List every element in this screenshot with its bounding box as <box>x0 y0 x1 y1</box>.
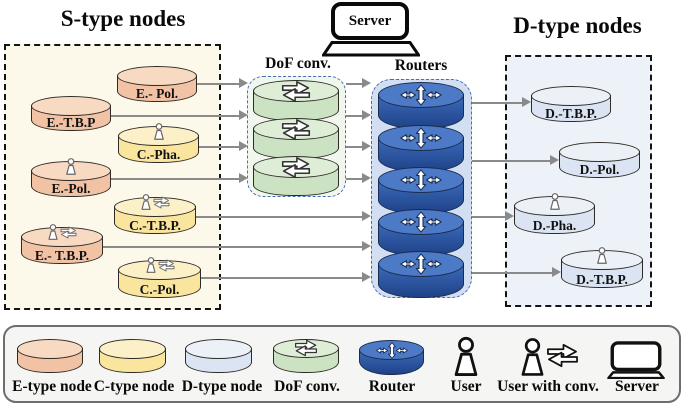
server-icon: Server <box>331 2 409 40</box>
d-node-pol: D.-Pol. <box>559 142 640 178</box>
legend-label: DoF conv. <box>274 378 340 395</box>
node-label: E.-T.B.P <box>46 115 96 130</box>
dof-conv-unit <box>253 80 339 121</box>
node-label: D.-Pol. <box>579 162 620 177</box>
legend-d-type-cylinder-icon <box>185 339 252 373</box>
legend-c-type-cylinder-icon <box>99 339 166 373</box>
flow-arrow <box>196 77 248 90</box>
flow-arrow <box>200 271 371 284</box>
router-unit <box>378 209 464 256</box>
d-type-title: D-type nodes <box>513 13 642 38</box>
d-node-tbp-2: D.-T.B.P. <box>561 250 643 288</box>
conv-arrows-icon <box>275 118 317 141</box>
user-with-conv-icon <box>47 224 77 240</box>
server-laptop-icon <box>607 341 665 379</box>
legend-label: User <box>450 378 482 395</box>
s-node-c-tbp: C.-T.B.P. <box>114 197 196 234</box>
flow-arrow <box>472 266 561 279</box>
server-icon-label: Server <box>348 12 392 29</box>
dof-conv-unit <box>253 156 339 196</box>
routers-label: Routers <box>394 57 448 74</box>
legend-label: E-type node <box>12 378 92 395</box>
s-node-e-pol-2: E.-Pol. <box>31 161 111 197</box>
server-base-icon <box>322 41 420 57</box>
d-node-tbp-1: D.-T.B.P. <box>531 86 611 122</box>
flow-arrow <box>199 140 248 153</box>
s-node-c-pha: C.-Pha. <box>118 126 199 163</box>
legend-e-type-cylinder-icon <box>17 339 83 373</box>
legend-dof-conv-cylinder-icon <box>273 339 339 373</box>
router-unit <box>378 251 464 298</box>
user-icon <box>596 247 609 264</box>
flow-arrow <box>346 77 371 90</box>
dof-conv-label: DoF conv. <box>265 55 331 72</box>
user-icon <box>519 337 546 377</box>
legend-label: User with conv. <box>497 378 599 395</box>
node-label: E.- T.B.P. <box>34 248 90 263</box>
legend-label: C-type node <box>93 378 175 395</box>
user-icon <box>65 158 78 175</box>
dof-conv-unit <box>253 118 339 159</box>
conv-arrows-icon <box>290 339 323 357</box>
conv-arrows-icon <box>546 340 579 371</box>
flow-arrow <box>346 140 371 153</box>
flow-arrow <box>110 109 248 122</box>
flow-arrow <box>102 240 371 253</box>
router-arrows-icon <box>394 127 448 149</box>
s-node-e-tbp: E.-T.B.P <box>31 96 111 131</box>
user-icon <box>452 336 480 377</box>
s-node-c-pol: C.-Pol. <box>118 260 201 298</box>
s-type-title: S-type nodes <box>60 6 186 31</box>
user-with-conv-icon <box>140 194 170 210</box>
legend-label: D-type node <box>181 378 263 395</box>
router-unit <box>378 167 464 214</box>
user-icon <box>548 193 561 210</box>
router-unit <box>378 125 464 172</box>
user-icon <box>152 123 165 140</box>
node-label: C.-Pol. <box>139 282 180 297</box>
legend-label: Server <box>615 378 659 395</box>
flow-arrow <box>472 154 559 167</box>
node-label: D.-T.B.P. <box>545 106 597 121</box>
d-node-pha: D.-Pha. <box>514 196 595 234</box>
conv-arrows-icon <box>275 80 317 103</box>
node-label: D.-Pha. <box>532 218 577 233</box>
conv-arrows-icon <box>275 156 317 179</box>
node-label: E.- Pol. <box>135 86 179 101</box>
s-node-e-tbp-2: E.- T.B.P. <box>21 227 103 264</box>
node-label: C.-T.B.P. <box>129 218 181 233</box>
flow-arrow <box>346 109 371 122</box>
user-with-conv-icon <box>145 257 175 273</box>
node-label: C.-Pha. <box>136 147 181 162</box>
flow-arrow <box>346 172 371 185</box>
flow-arrow <box>195 210 371 223</box>
router-arrows-icon <box>394 253 448 275</box>
s-node-e-pol-top: E.- Pol. <box>117 66 197 102</box>
legend-router-cylinder-icon <box>359 340 424 375</box>
flow-arrow <box>472 96 531 109</box>
router-arrows-icon <box>394 84 448 106</box>
flow-arrow <box>110 172 248 185</box>
node-label: E.-Pol. <box>51 181 91 196</box>
router-arrows-icon <box>394 169 448 191</box>
router-arrows-icon <box>394 211 448 233</box>
router-arrows-icon <box>370 342 414 359</box>
node-label: D.-T.B.P. <box>576 272 628 287</box>
legend-label: Router <box>368 378 416 395</box>
router-unit <box>378 82 464 129</box>
flow-arrow <box>472 210 514 223</box>
